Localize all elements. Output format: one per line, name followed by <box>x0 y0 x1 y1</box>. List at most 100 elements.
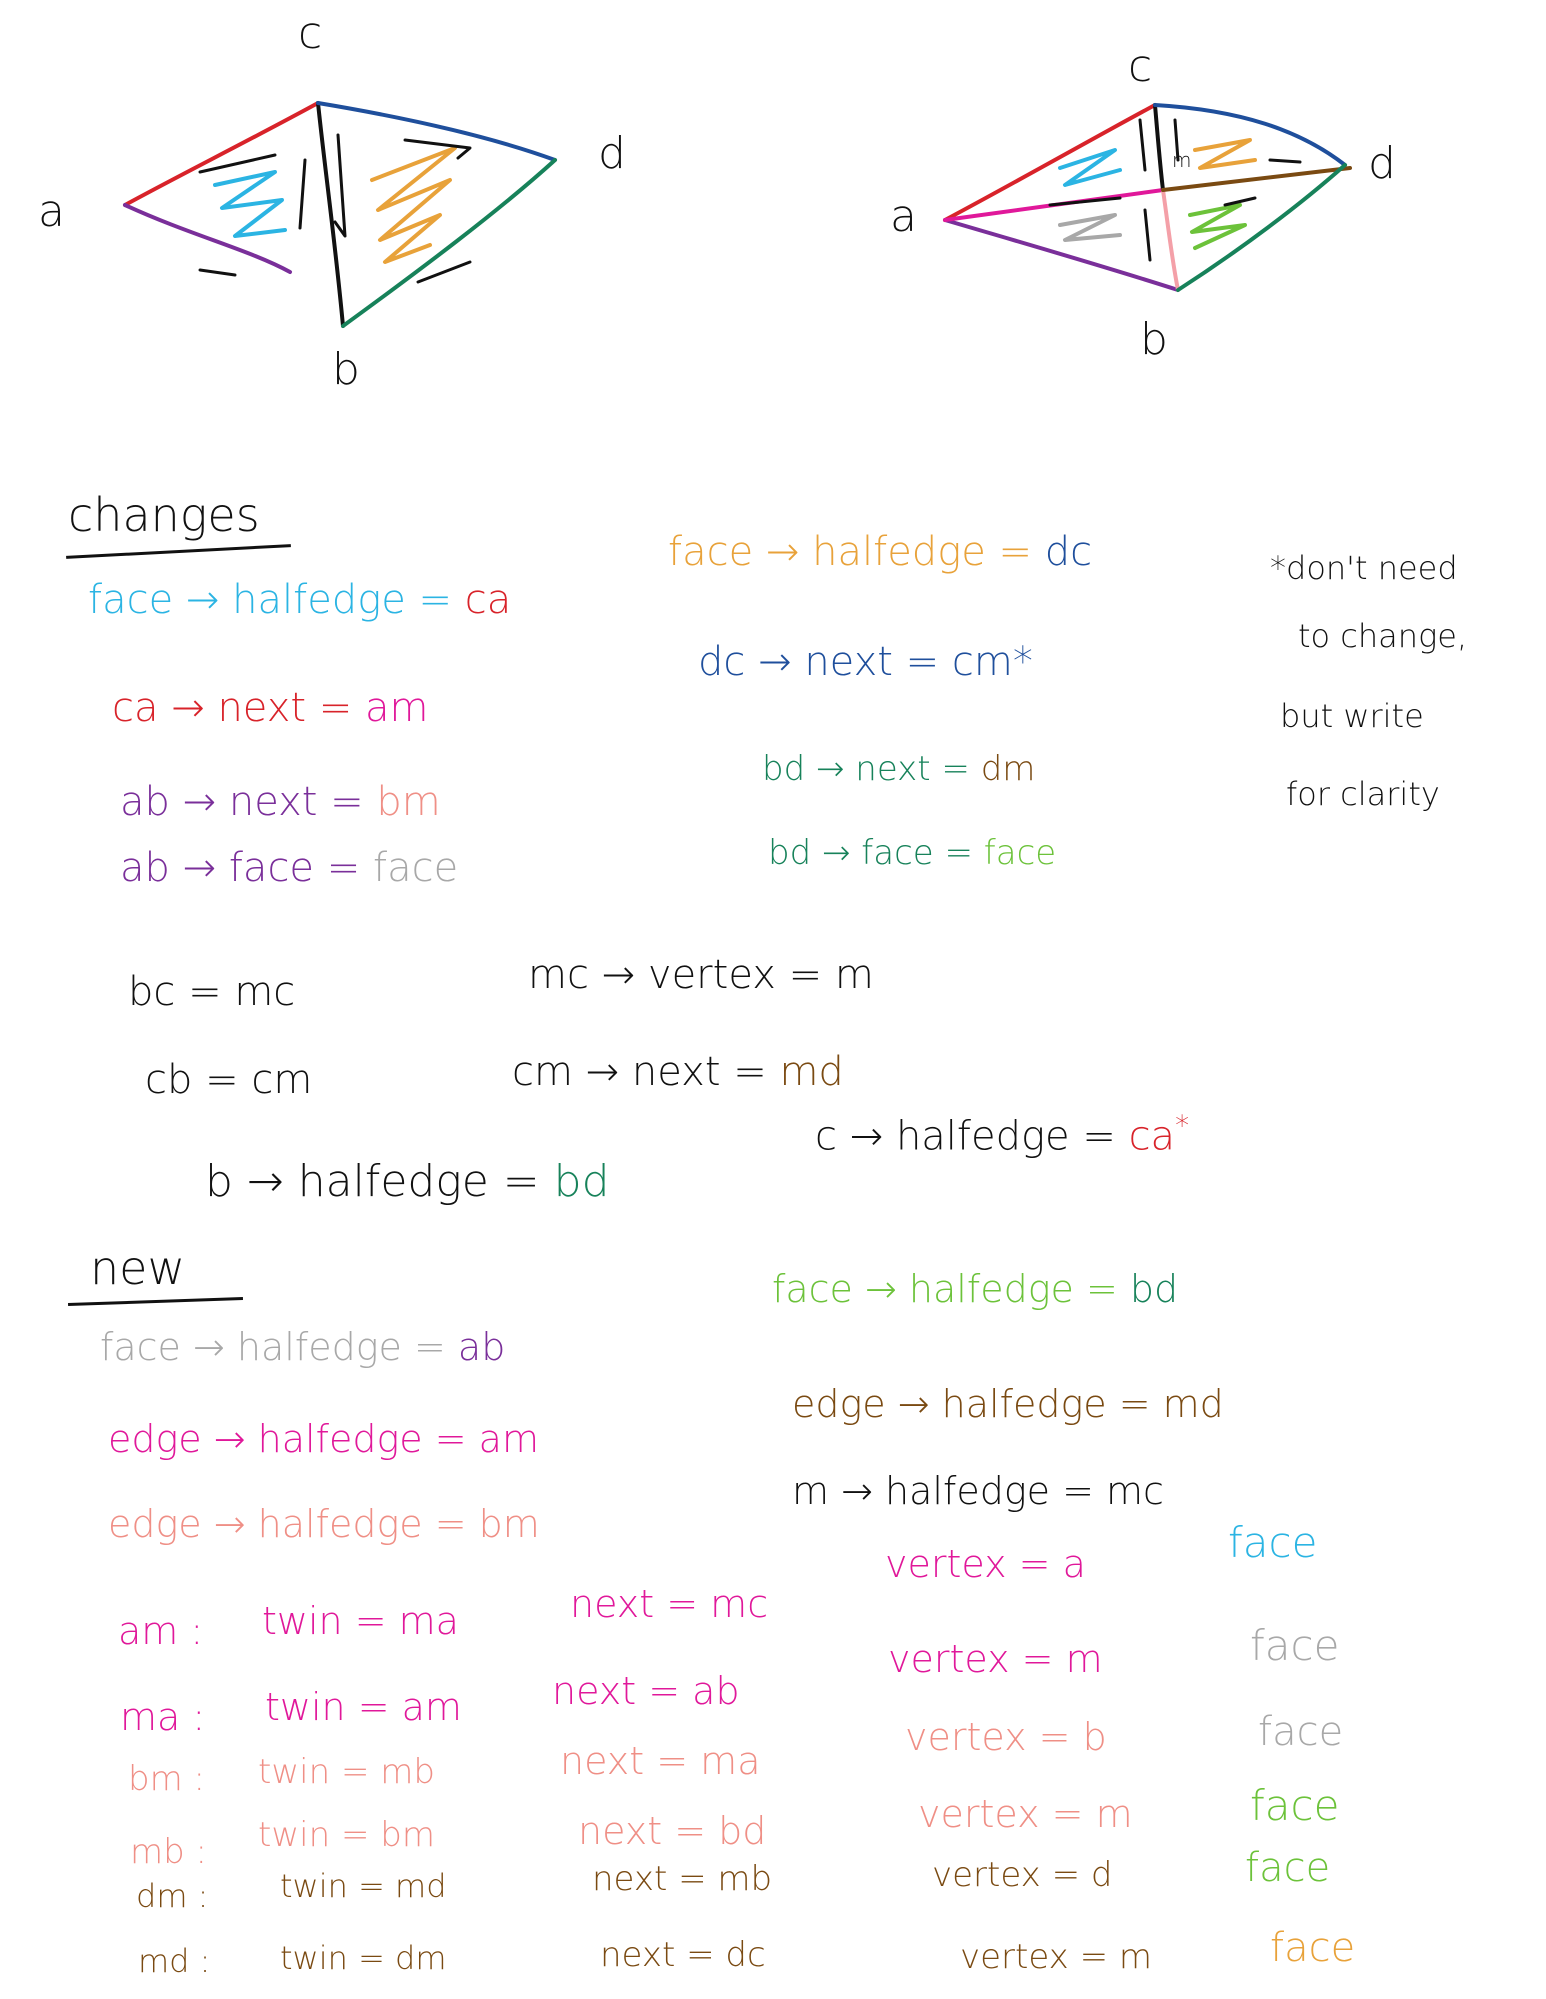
row-mb-next: next = bd <box>578 1809 767 1853</box>
changes-ab-face-value: face <box>373 845 459 891</box>
row-bm-name: bm : <box>128 1759 205 1799</box>
changes-ca-next-value: am <box>365 685 429 731</box>
row-dm-face: face <box>1245 1845 1331 1891</box>
face-orange-zigzag <box>1193 138 1257 170</box>
row-ma-vertex: vertex = m <box>888 1637 1103 1681</box>
changes-heading: changes <box>68 488 260 542</box>
row-ma-face: face <box>1250 1621 1340 1670</box>
changes-face-halfedge: face → halfedge = ca <box>88 577 512 623</box>
diagram-after-split <box>943 103 1352 292</box>
row-am-vertex: vertex = a <box>885 1542 1086 1586</box>
row-mb-name: mb : <box>130 1832 207 1872</box>
halfedge-arrows <box>1048 118 1302 262</box>
changes-ab-next-value: bm <box>376 779 441 825</box>
edge-ab <box>123 203 292 274</box>
vertex-label-m-2: m <box>1172 148 1192 172</box>
row-md-name: md : <box>138 1942 211 1980</box>
changes-ab-face: ab → face = face <box>120 845 459 891</box>
new-face-halfedge-value: ab <box>457 1325 506 1369</box>
row-am-face: face <box>1228 1518 1318 1567</box>
vertex-label-c-2: c <box>1128 41 1153 92</box>
changes-face-halfedge-right: face → halfedge = dc <box>668 529 1093 575</box>
new-face-halfedge-right-value: bd <box>1129 1267 1179 1311</box>
changes-c-halfedge-value: ca <box>1128 1113 1176 1160</box>
changes-cb-cm: cb = cm <box>145 1057 313 1103</box>
row-bm-twin: twin = mb <box>258 1752 435 1792</box>
changes-note-line-4: for clarity <box>1286 775 1440 813</box>
changes-face-halfedge-value: ca <box>464 577 512 623</box>
diagram-before-split <box>123 101 557 328</box>
changes-note-line-1: *don't need <box>1270 549 1458 587</box>
changes-note-line-2: to change, <box>1298 617 1468 655</box>
edge-cd <box>1153 103 1347 167</box>
new-edge-halfedge-am: edge → halfedge = am <box>108 1417 539 1461</box>
edge-ca <box>123 101 320 207</box>
row-dm-twin: twin = md <box>280 1867 447 1905</box>
vertex-label-d-2: d <box>1368 138 1396 189</box>
edge-mb <box>1161 188 1180 292</box>
changes-face-halfedge-right-value: dc <box>1044 529 1093 575</box>
row-dm-name: dm : <box>136 1877 209 1915</box>
changes-c-halfedge: c → halfedge = ca* <box>815 1109 1190 1160</box>
changes-dc-next: dc → next = cm* <box>698 639 1033 685</box>
vertex-label-b-2: b <box>1140 314 1168 365</box>
changes-ab-next: ab → next = bm <box>120 779 441 825</box>
row-dm-next: next = mb <box>592 1859 773 1899</box>
changes-c-halfedge-asterisk: * <box>1175 1109 1190 1142</box>
row-ma-name: ma : <box>120 1695 206 1739</box>
edge-cm <box>1153 103 1165 192</box>
new-face-halfedge: face → halfedge = ab <box>100 1325 506 1369</box>
face-gray-zigzag <box>1058 213 1122 242</box>
edge-md <box>1161 166 1352 192</box>
row-mb-vertex: vertex = m <box>918 1792 1133 1836</box>
new-face-halfedge-right: face → halfedge = bd <box>772 1267 1179 1311</box>
row-bm-vertex: vertex = b <box>905 1715 1107 1759</box>
row-dm-vertex: vertex = d <box>932 1855 1113 1895</box>
changes-ca-next: ca → next = am <box>112 685 429 731</box>
changes-underline <box>66 544 291 559</box>
edge-ab <box>943 218 1180 292</box>
mesh-diagrams <box>123 101 1352 328</box>
row-mb-twin: twin = bm <box>258 1815 435 1855</box>
changes-mc-vertex: mc → vertex = m <box>528 952 874 998</box>
face-green-zigzag <box>1188 203 1247 250</box>
edge-bd <box>1176 163 1347 292</box>
row-ma-next: next = ab <box>552 1669 740 1713</box>
row-md-face: face <box>1270 1925 1356 1971</box>
vertex-label-a-1: a <box>38 186 65 237</box>
row-mb-face: face <box>1250 1781 1340 1830</box>
row-md-next: next = dc <box>600 1935 766 1975</box>
changes-bd-face-value: face <box>983 833 1057 873</box>
changes-bd-next: bd → next = dm <box>762 749 1036 789</box>
edge-bd <box>341 158 557 328</box>
face-left-zigzag <box>213 170 287 238</box>
row-bm-next: next = ma <box>560 1739 761 1783</box>
face-right-zigzag <box>370 146 457 264</box>
changes-cm-next: cm → next = md <box>512 1049 844 1095</box>
edge-ca <box>943 103 1157 222</box>
new-edge-halfedge-md: edge → halfedge = md <box>792 1382 1224 1426</box>
changes-bc-mc: bc = mc <box>128 969 296 1015</box>
changes-note-line-3: but write <box>1280 697 1424 735</box>
vertex-label-c-1: c <box>298 8 323 59</box>
row-am-twin: twin = ma <box>262 1599 459 1643</box>
vertex-label-a-2: a <box>890 191 917 242</box>
changes-bd-face: bd → face = face <box>768 833 1057 873</box>
edge-cd <box>316 101 557 162</box>
new-edge-halfedge-bm: edge → halfedge = bm <box>108 1502 540 1546</box>
row-am-name: am : <box>118 1609 204 1653</box>
face-cyan-zigzag <box>1058 148 1122 187</box>
row-ma-twin: twin = am <box>265 1685 462 1729</box>
row-md-vertex: vertex = m <box>960 1937 1153 1977</box>
changes-b-halfedge-value: bd <box>553 1156 610 1207</box>
changes-cm-next-value: md <box>779 1049 844 1095</box>
vertex-label-d-1: d <box>598 128 626 179</box>
new-underline <box>68 1296 243 1307</box>
edge-cb <box>316 101 345 328</box>
row-md-twin: twin = dm <box>280 1939 447 1977</box>
halfedge-arrows-right <box>333 133 472 284</box>
changes-b-halfedge: b → halfedge = bd <box>205 1156 610 1207</box>
changes-bd-next-value: dm <box>980 749 1036 789</box>
halfedge-arrows-left <box>198 153 307 277</box>
new-heading: new <box>90 1241 186 1295</box>
